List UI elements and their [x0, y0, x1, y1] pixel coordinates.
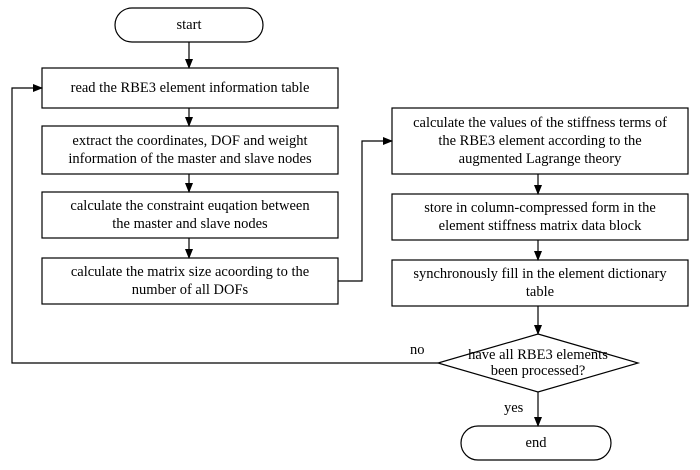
decision-label: have all RBE3 elements been processed? — [468, 347, 608, 379]
stiffness-terms-label: calculate the values of the stiffness te… — [413, 115, 667, 167]
extract-info-label: extract the coordinates, DOF and weight … — [68, 133, 312, 167]
matrix-size-label: calculate the matrix size acoording to t… — [70, 264, 310, 298]
constraint-eq-box — [41, 191, 339, 239]
constraint-eq-label: calculate the constraint euqation betwee… — [70, 198, 310, 232]
fill-dictionary-box — [391, 259, 689, 307]
arrow-matrix-to-stiffness — [338, 137, 393, 282]
start-label: start — [176, 17, 202, 33]
read-table-label: read the RBE3 element information table — [70, 80, 310, 96]
read-table-box — [41, 67, 339, 109]
stiffness-terms-box — [391, 107, 689, 175]
no-edge-label: no — [410, 342, 425, 358]
yes-edge-label: yes — [504, 400, 524, 416]
end-label: end — [525, 435, 547, 451]
store-compressed-box — [391, 193, 689, 241]
matrix-size-box — [41, 257, 339, 305]
fill-dictionary-label: synchronously fill in the element dictio… — [413, 266, 667, 300]
store-compressed-label: store in column-compressed form in the e… — [424, 200, 656, 234]
arrow-no-loop — [11, 84, 438, 364]
